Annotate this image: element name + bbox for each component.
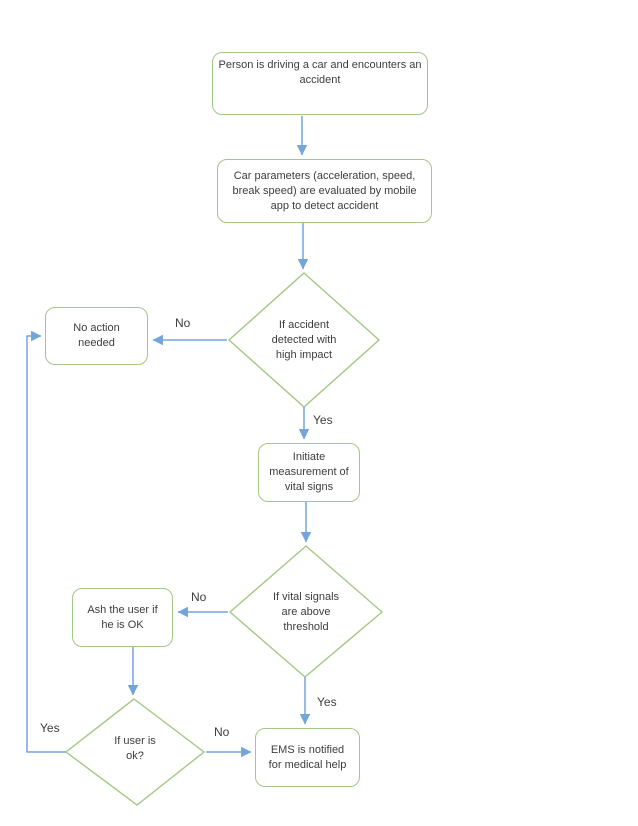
node-no-action-label: No action needed xyxy=(73,322,120,349)
node-ems-label: EMS is notified for medical help xyxy=(268,743,347,771)
edge-label-accident-no: No xyxy=(175,316,191,330)
edge-label-accident-yes: Yes xyxy=(313,413,333,427)
decision-user-ok-label: If user is ok? xyxy=(114,735,156,762)
edge-label-user-ok-no: No xyxy=(214,725,230,739)
decision-user-ok-shape xyxy=(64,698,206,806)
edge-label-vitals-yes: Yes xyxy=(317,695,337,709)
node-start-label: Person is driving a car and encounters a… xyxy=(218,59,422,86)
node-evaluate: Car parameters (acceleration, speed, bre… xyxy=(217,159,432,223)
node-evaluate-label: Car parameters (acceleration, speed, bre… xyxy=(232,169,417,212)
edge-user-ok-yes-to-no-action xyxy=(26,330,66,753)
node-initiate-label: Initiate measurement of vital signs xyxy=(269,451,349,493)
node-initiate: Initiate measurement of vital signs xyxy=(258,443,360,502)
edge-label-user-ok-yes: Yes xyxy=(40,721,60,735)
node-ems: EMS is notified for medical help xyxy=(255,728,360,787)
node-no-action: No action needed xyxy=(45,307,148,365)
node-start: Person is driving a car and encounters a… xyxy=(212,52,428,115)
edge-label-vitals-no: No xyxy=(191,590,207,604)
node-ask-user: Ash the user if he is OK xyxy=(72,588,173,647)
decision-vitals-label: If vital signals are above threshold xyxy=(272,590,340,633)
decision-accident-label: If accident detected with high impact xyxy=(271,318,337,361)
node-ask-user-label: Ash the user if he is OK xyxy=(87,603,158,631)
